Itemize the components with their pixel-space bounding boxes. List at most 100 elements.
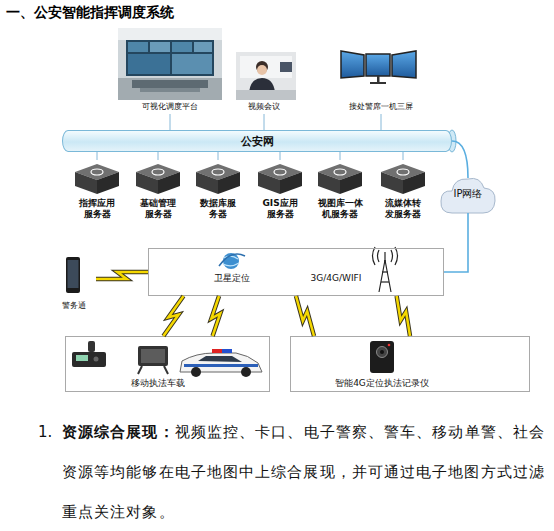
command-center-photo — [132, 80, 208, 88]
radio-tower — [379, 260, 385, 292]
server-node: 指挥应用服务器 — [67, 160, 127, 226]
satellite-globe — [223, 256, 239, 266]
police-car — [180, 349, 262, 377]
equipment-box: 智能4G定位执法记录仪 — [290, 336, 530, 392]
command-center-photo — [126, 40, 214, 76]
node-label: 视频会议 — [228, 102, 300, 112]
police-car — [241, 367, 251, 377]
server-node: 基础管理服务器 — [128, 160, 188, 226]
video-conference-photo — [236, 90, 296, 100]
server-node: GIS应用服务器 — [250, 160, 310, 226]
radio-tower — [384, 252, 385, 262]
command-center-photo — [128, 42, 148, 52]
server-icon — [196, 172, 218, 194]
server-icon — [158, 172, 180, 194]
connector-line — [170, 114, 171, 130]
vehicle-radio — [76, 355, 88, 361]
radio-tower — [373, 247, 398, 265]
wireless-box: 卫星定位 3G/4G/WIFI — [148, 248, 444, 296]
server-node: 视图库一体机服务器 — [310, 160, 370, 226]
triple-monitor — [377, 76, 380, 82]
connector-line — [340, 152, 341, 160]
connector — [280, 152, 281, 160]
server-icon — [397, 169, 409, 175]
server-icon — [318, 172, 340, 194]
node-label: 数据库服务器 — [198, 198, 238, 220]
connector-line — [444, 213, 468, 272]
server-icon — [258, 164, 302, 194]
connector — [97, 152, 98, 160]
node-label: 卫星定位 — [201, 273, 263, 284]
body-text: 资源综合展现： — [62, 423, 175, 441]
node-label: 流媒体转发服务器 — [383, 198, 423, 220]
server-node: 流媒体转发服务器 — [373, 160, 433, 226]
vehicle-camera — [138, 346, 168, 366]
server-icon — [403, 172, 425, 194]
triple-monitor — [341, 51, 364, 78]
command-center-photo — [128, 54, 170, 74]
server-icon — [91, 169, 103, 175]
connector-line — [218, 152, 219, 160]
bolt-outline — [96, 272, 148, 279]
bolt-fill — [397, 296, 410, 336]
police-car — [191, 367, 201, 377]
device-panel: 警务通 — [52, 255, 96, 315]
connector — [170, 114, 171, 130]
bolt-outline — [397, 296, 410, 336]
connector — [452, 141, 468, 178]
connector-line — [381, 114, 382, 130]
vehicle-camera — [138, 366, 142, 374]
server-icon — [136, 164, 180, 194]
server-icon — [97, 172, 119, 194]
network-pipe: 公安网 — [62, 130, 452, 152]
wireless-link — [211, 296, 220, 336]
bolt-fill — [296, 296, 314, 336]
node-label: 可视化调度平台 — [110, 102, 230, 112]
vehicle-camera — [141, 349, 165, 363]
photo-panel: 可视化调度平台 — [110, 26, 230, 114]
video-conference-photo — [280, 62, 292, 72]
bolt-outline — [296, 296, 314, 336]
bolt-fill — [96, 272, 148, 279]
node-label: 接处警席一机三屏 — [335, 102, 427, 112]
command-center-photo — [172, 42, 192, 52]
node-label: 基础管理服务器 — [138, 198, 178, 220]
video-conference-photo — [240, 56, 292, 78]
connector — [264, 114, 265, 130]
connector-line — [280, 152, 281, 160]
command-center-photo — [172, 54, 212, 74]
server-icon — [280, 172, 302, 194]
video-conference-photo — [257, 65, 267, 75]
node-label: 3G/4G/WIFI — [299, 273, 373, 284]
connector — [444, 213, 468, 272]
list-number: 1. — [38, 412, 52, 452]
server-icon — [258, 172, 280, 194]
body-camera — [370, 341, 394, 373]
wireless-link — [163, 296, 183, 336]
command-center-photo — [194, 42, 212, 52]
video-conference-photo — [236, 52, 296, 100]
radio-tower — [385, 260, 391, 292]
wireless-link — [96, 272, 148, 279]
node-label: 移动执法车载 — [103, 378, 213, 389]
server-icon — [381, 164, 425, 194]
wireless-link — [397, 296, 410, 336]
node-label: 警务通 — [52, 301, 96, 311]
paragraph: 资源综合展现：视频监控、卡口、电子警察、警车、移动单警、社会资源等均能够在电子地… — [62, 412, 552, 531]
body-camera — [370, 341, 394, 373]
police-car — [222, 349, 232, 353]
radio-tower — [382, 271, 388, 272]
server-icon — [75, 172, 97, 194]
node-label: IP网络 — [438, 188, 498, 201]
equipment-box: 移动执法车载 — [65, 336, 270, 392]
police-car — [198, 356, 242, 362]
vehicle-camera — [164, 366, 168, 374]
connector — [218, 152, 219, 160]
server-icon — [212, 169, 224, 175]
vehicle-radio — [72, 341, 106, 367]
video-conference-photo — [236, 52, 296, 100]
connector — [381, 114, 382, 130]
triple-monitor — [366, 54, 390, 76]
